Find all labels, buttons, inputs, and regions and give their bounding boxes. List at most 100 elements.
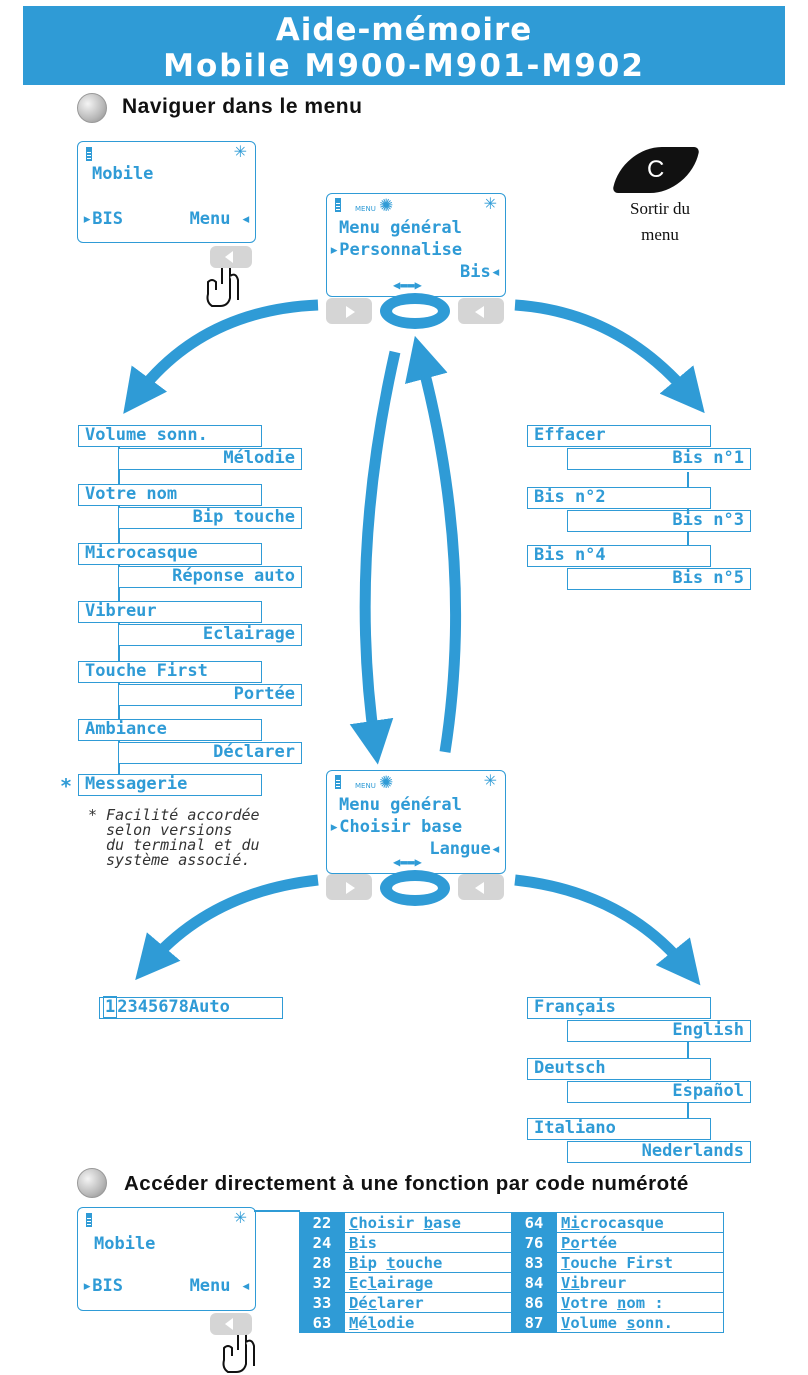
- header-title-line2: Mobile M900-M901-M902: [163, 48, 645, 84]
- section-bullet-icon: [77, 93, 107, 123]
- base-options: 2345678Auto: [117, 997, 230, 1017]
- menu-item[interactable]: Déclarer: [118, 742, 302, 764]
- menu-screen-1-line3: Bis◂: [460, 262, 501, 282]
- triangle-left-icon: [225, 1318, 233, 1330]
- triangle-left-icon: [475, 306, 484, 318]
- menu-item[interactable]: Portée: [118, 684, 302, 706]
- menu-item[interactable]: Eclairage: [118, 624, 302, 646]
- arrow-down: [349, 350, 401, 765]
- antenna-icon: ✳: [233, 142, 247, 161]
- arrow-to-bis: [514, 299, 705, 414]
- triangle-right-icon: [346, 306, 355, 318]
- function-name: Choisir base: [344, 1212, 512, 1233]
- menu-screen-2-line3: Langue◂: [429, 839, 501, 859]
- navigation-key-button[interactable]: [380, 870, 450, 906]
- function-code: 84: [511, 1272, 557, 1293]
- softkey-left-button[interactable]: [326, 874, 372, 900]
- triangle-left-icon: [475, 882, 484, 894]
- section-bullet-icon: [77, 1168, 107, 1198]
- arrow-to-languages: [514, 874, 701, 986]
- menu-item[interactable]: Messagerie: [78, 774, 262, 796]
- function-code: 86: [511, 1292, 557, 1313]
- function-name: Touche First: [556, 1252, 724, 1273]
- function-name: Déclarer: [344, 1292, 512, 1313]
- function-code: 64: [511, 1212, 557, 1233]
- menu-item[interactable]: Touche First: [78, 661, 262, 683]
- triangle-left-icon: [225, 251, 233, 263]
- language-item[interactable]: English: [567, 1020, 751, 1042]
- escape-menu-caption: Sortir du menu: [630, 199, 690, 244]
- menu-item[interactable]: Microcasque: [78, 543, 262, 565]
- menu-item[interactable]: Votre nom: [78, 484, 262, 506]
- arrow-up: [405, 335, 462, 753]
- softkey-right-button[interactable]: [210, 1313, 252, 1335]
- function-name: Mélodie: [344, 1312, 512, 1333]
- menu-item[interactable]: Réponse auto: [118, 566, 302, 588]
- navigation-key-button[interactable]: [380, 293, 450, 329]
- scroll-indicator-icon: ◀▬▬▶: [393, 855, 422, 869]
- menu-item[interactable]: Ambiance: [78, 719, 262, 741]
- function-name: Votre nom :: [556, 1292, 724, 1313]
- menu-item[interactable]: Effacer: [527, 425, 711, 447]
- idle-phone-screen-2: ✳ Mobile ▸BIS Menu ◂: [77, 1207, 256, 1311]
- language-item[interactable]: Deutsch: [527, 1058, 711, 1080]
- function-name: Vibreur: [556, 1272, 724, 1293]
- connector-line: [254, 1210, 300, 1212]
- softkey-left-label: ▸BIS: [82, 1276, 123, 1296]
- softkey-right-button[interactable]: [210, 246, 252, 268]
- function-name: Bip touche: [344, 1252, 512, 1273]
- softkey-right-button[interactable]: [458, 874, 504, 900]
- menu-item[interactable]: Bis n°4: [527, 545, 711, 567]
- softkey-right-button[interactable]: [458, 298, 504, 324]
- scroll-indicator-icon: ◀▬▬▶: [393, 278, 422, 292]
- battery-icon: [335, 198, 341, 212]
- function-name: Eclairage: [344, 1272, 512, 1293]
- menu-sun-icon: ✺: [379, 196, 394, 216]
- language-item[interactable]: Français: [527, 997, 711, 1019]
- menu-item[interactable]: Bip touche: [118, 507, 302, 529]
- menu-screen-2-line2: ▸Choisir base: [329, 817, 463, 837]
- menu-screen-1: MENU ✺ ✳ Menu général ▸Personnalise Bis◂…: [326, 193, 506, 297]
- clear-key-label: C: [647, 156, 665, 183]
- menu-item[interactable]: Bis n°3: [567, 510, 751, 532]
- softkey-left-button[interactable]: [326, 298, 372, 324]
- menu-item[interactable]: Bis n°1: [567, 448, 751, 470]
- menu-item[interactable]: Mélodie: [118, 448, 302, 470]
- section2-title: Accéder directement à une fonction par c…: [124, 1172, 689, 1195]
- page-header: Aide-mémoire Mobile M900-M901-M902: [23, 6, 785, 85]
- function-name: Bis: [344, 1232, 512, 1253]
- triangle-right-icon: [346, 882, 355, 894]
- language-item[interactable]: Español: [567, 1081, 751, 1103]
- language-item[interactable]: Italiano: [527, 1118, 711, 1140]
- menu-item[interactable]: Bis n°2: [527, 487, 711, 509]
- function-code: 63: [299, 1312, 345, 1333]
- antenna-icon: ✳: [483, 771, 497, 790]
- menu-screen-2-line1: Menu général: [339, 795, 462, 815]
- menu-item[interactable]: Vibreur: [78, 601, 262, 623]
- idle-screen-title: Mobile: [94, 1234, 156, 1254]
- function-code: 87: [511, 1312, 557, 1333]
- function-code: 83: [511, 1252, 557, 1273]
- function-name: Microcasque: [556, 1212, 724, 1233]
- function-code: 22: [299, 1212, 345, 1233]
- function-code: 28: [299, 1252, 345, 1273]
- menu-screen-1-line1: Menu général: [339, 218, 462, 238]
- softkey-right-label: Menu ◂: [189, 1276, 251, 1296]
- base-cursor: 1: [103, 996, 118, 1018]
- arrow-to-personalise: [123, 299, 319, 414]
- language-item[interactable]: Nederlands: [567, 1141, 751, 1163]
- idle-screen-title: Mobile: [92, 164, 154, 184]
- menu-item[interactable]: Volume sonn.: [78, 425, 262, 447]
- menu-label: MENU: [355, 782, 376, 790]
- menu-item[interactable]: Bis n°5: [567, 568, 751, 590]
